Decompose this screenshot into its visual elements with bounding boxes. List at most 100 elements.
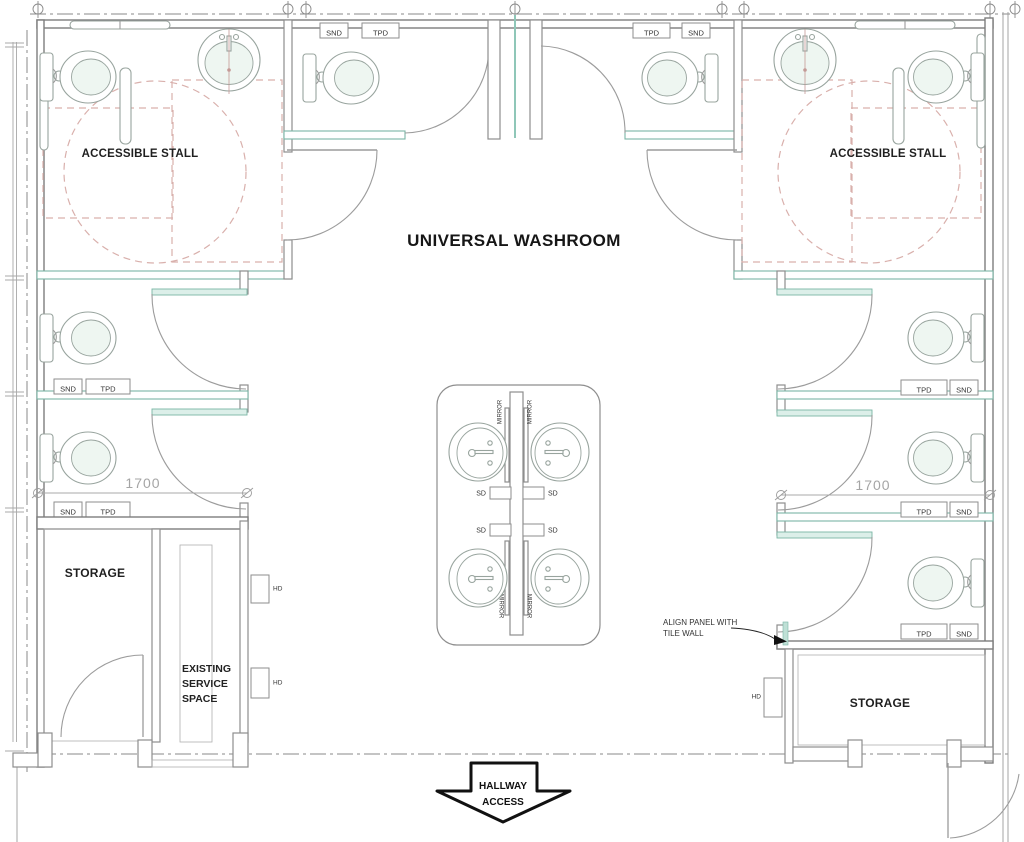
label-snd: SND xyxy=(60,384,76,393)
dispenser-snd xyxy=(949,501,979,518)
label-tpd: TPD xyxy=(373,28,389,37)
label-hd: HD xyxy=(273,680,283,687)
door-arc xyxy=(540,45,626,134)
svg-text:SERVICE: SERVICE xyxy=(182,678,228,690)
tile-wall-end xyxy=(782,621,789,646)
left-dimension-ticks xyxy=(5,42,24,752)
dispenser-snd xyxy=(53,378,83,395)
stall-right-row3: TPD SND xyxy=(776,409,985,518)
stall-door xyxy=(776,409,873,417)
dispenser-snd xyxy=(319,22,349,39)
turning-circle xyxy=(777,80,961,264)
dispenser-tpd xyxy=(900,501,948,518)
storage-left-door xyxy=(60,654,144,738)
plumbing-chase xyxy=(487,15,543,140)
hd-right: HD xyxy=(752,677,783,718)
sink xyxy=(530,548,590,608)
storage-right-block: STORAGE HD xyxy=(752,640,1020,839)
hallway-label-line2: ACCESS xyxy=(482,797,524,808)
label-hd: HD xyxy=(752,694,762,701)
door-arc xyxy=(777,293,873,390)
label-snd: SND xyxy=(956,629,972,638)
clearance-rect xyxy=(42,107,174,219)
svg-text:SPACE: SPACE xyxy=(182,693,217,705)
toilet xyxy=(39,50,117,104)
hallway-access-arrow: HALLWAY ACCESS xyxy=(435,761,572,824)
grid-frame xyxy=(5,0,1021,842)
toilet xyxy=(39,311,117,365)
stalls-right-column: TPD SND TPD SND TPD SND 1700 xyxy=(774,270,997,650)
service-space-label: EXISTING SERVICE SPACE xyxy=(182,663,231,705)
door-arc xyxy=(151,413,247,510)
clearance-rect xyxy=(171,79,283,263)
dispenser-snd xyxy=(949,379,979,396)
hd-left-lower: HD xyxy=(250,667,283,699)
dimension-label: 1700 xyxy=(855,477,890,493)
hd-left-upper: HD xyxy=(250,574,283,604)
dispenser-tpd xyxy=(900,379,948,396)
dimension-left: 1700 xyxy=(31,475,254,499)
stall-middle-right: TPD SND xyxy=(540,19,743,280)
sink xyxy=(530,422,590,482)
accessible-stall-right: ACCESSIBLE STALL xyxy=(646,20,994,280)
dimension-label: 1700 xyxy=(125,475,160,491)
dispenser-tpd xyxy=(85,378,131,395)
toilet xyxy=(907,50,985,104)
label-tpd: TPD xyxy=(101,384,117,393)
dimension-right: 1700 xyxy=(774,477,997,501)
dispenser-snd xyxy=(681,22,711,39)
door-accessible-left xyxy=(286,149,378,241)
toilet xyxy=(641,51,719,105)
door-arc xyxy=(151,293,247,390)
turning-circle xyxy=(63,80,247,264)
sink xyxy=(197,28,261,95)
dispenser-snd xyxy=(949,623,979,640)
sink xyxy=(773,28,837,95)
label-sd: SD xyxy=(476,490,486,497)
door-arc xyxy=(777,414,873,511)
stall-right-row2: TPD SND xyxy=(776,288,985,396)
toilet xyxy=(907,311,985,365)
stall-left-row2: SND TPD xyxy=(39,288,248,395)
sink xyxy=(448,548,508,608)
align-note-line1: ALIGN PANEL WITH xyxy=(663,618,737,627)
label-snd: SND xyxy=(326,28,342,37)
page-title: UNIVERSAL WASHROOM xyxy=(407,231,621,250)
door-arc xyxy=(777,536,873,633)
soap-dispensers: SD SD SD SD xyxy=(476,486,558,537)
label-sd: SD xyxy=(476,527,486,534)
dispenser-tpd xyxy=(361,22,400,39)
stall-door xyxy=(776,288,873,296)
room-label-storage-left: STORAGE xyxy=(65,566,126,580)
label-tpd: TPD xyxy=(644,28,660,37)
align-panel-annotation: ALIGN PANEL WITH TILE WALL xyxy=(663,618,789,646)
leader-arrowhead xyxy=(774,635,787,645)
door-accessible-right xyxy=(646,149,738,241)
label-sd: SD xyxy=(548,527,558,534)
label-mirror: MIRROR xyxy=(497,594,503,619)
label-snd: SND xyxy=(956,507,972,516)
align-note-line2: TILE WALL xyxy=(663,629,704,638)
label-tpd: TPD xyxy=(917,385,933,394)
island-divider xyxy=(509,391,524,636)
stall-left-row3: SND TPD xyxy=(39,408,248,518)
label-snd: SND xyxy=(956,385,972,394)
toilet xyxy=(39,431,117,485)
sink xyxy=(448,422,508,482)
hallway-label-line1: HALLWAY xyxy=(479,781,527,792)
label-snd: SND xyxy=(688,28,704,37)
storage-right-door xyxy=(947,763,1020,839)
stall-door xyxy=(151,408,248,416)
label-tpd: TPD xyxy=(917,507,933,516)
toilet xyxy=(907,556,985,610)
svg-text:EXISTING: EXISTING xyxy=(182,663,231,675)
mirror-panel xyxy=(523,540,529,616)
label-snd: SND xyxy=(60,507,76,516)
dispenser-tpd xyxy=(632,22,671,39)
label-tpd: TPD xyxy=(101,507,117,516)
stalls-left-column: SND TPD SND TPD 1700 xyxy=(31,270,254,530)
stall-middle-left: SND TPD xyxy=(283,22,490,140)
label-sd: SD xyxy=(548,490,558,497)
